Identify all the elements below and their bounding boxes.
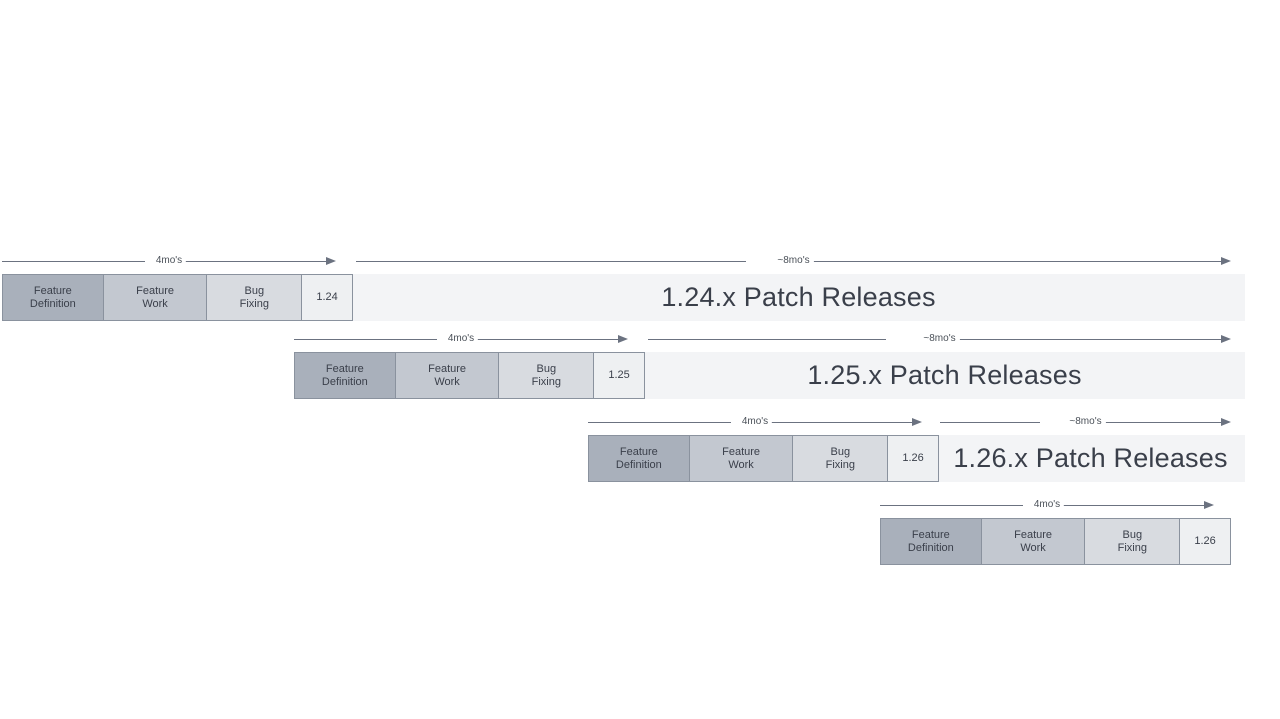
- phase-bug-fixing[interactable]: Bug Fixing: [499, 353, 595, 398]
- arrow-head-icon: [1204, 501, 1214, 509]
- arrow-head-icon: [1221, 335, 1231, 343]
- dimension-line-left: [880, 505, 1023, 506]
- dimension-line-right: [1058, 505, 1205, 506]
- dimension-line-right: [809, 261, 1222, 262]
- dimension-label-dev: 4mo's: [443, 332, 479, 346]
- arrow-head-icon: [618, 335, 628, 343]
- dimension-line-left: [356, 261, 746, 262]
- phase-group-124: Feature Definition Feature Work Bug Fixi…: [2, 274, 353, 321]
- dimension-label-dev: 4mo's: [737, 415, 773, 429]
- arrow-head-icon: [326, 257, 336, 265]
- dimension-line-left: [940, 422, 1040, 423]
- version-badge-126[interactable]: 1.26: [888, 436, 939, 481]
- version-badge-124[interactable]: 1.24: [302, 275, 353, 320]
- dimension-arrow-patch-126: ~8mo's: [940, 414, 1231, 430]
- phase-feature-definition[interactable]: Feature Definition: [589, 436, 690, 481]
- dimension-line-right: [1094, 422, 1222, 423]
- dimension-label-patch: ~8mo's: [919, 332, 960, 346]
- dimension-label-patch: ~8mo's: [773, 254, 814, 268]
- arrow-head-icon: [912, 418, 922, 426]
- dimension-line-left: [588, 422, 731, 423]
- arrow-head-icon: [1221, 418, 1231, 426]
- version-badge-125[interactable]: 1.25: [594, 353, 645, 398]
- patch-release-bar-124: 1.24.x Patch Releases: [352, 274, 1245, 321]
- patch-release-bar-125: 1.25.x Patch Releases: [644, 352, 1245, 399]
- dimension-arrow-dev-126: 4mo's: [588, 414, 922, 430]
- dimension-label-patch: ~8mo's: [1065, 415, 1106, 429]
- dimension-line-left: [648, 339, 886, 340]
- dimension-arrow-dev-127: 4mo's: [880, 497, 1214, 513]
- dimension-label-dev: 4mo's: [151, 254, 187, 268]
- dimension-arrow-dev-124: 4mo's: [2, 253, 336, 269]
- version-badge-127[interactable]: 1.26: [1180, 519, 1231, 564]
- patch-release-label: 1.25.x Patch Releases: [807, 360, 1082, 390]
- phase-bug-fixing[interactable]: Bug Fixing: [207, 275, 303, 320]
- dimension-line-right: [766, 422, 913, 423]
- phase-bug-fixing[interactable]: Bug Fixing: [1085, 519, 1181, 564]
- phase-feature-definition[interactable]: Feature Definition: [295, 353, 396, 398]
- phase-bug-fixing[interactable]: Bug Fixing: [793, 436, 889, 481]
- patch-release-bar-126: 1.26.x Patch Releases: [936, 435, 1245, 482]
- phase-feature-work[interactable]: Feature Work: [689, 436, 794, 481]
- phase-group-127: Feature Definition Feature Work Bug Fixi…: [880, 518, 1231, 565]
- dimension-line-right: [472, 339, 619, 340]
- phase-group-125: Feature Definition Feature Work Bug Fixi…: [294, 352, 645, 399]
- dimension-line-right: [180, 261, 327, 262]
- dimension-line-right: [954, 339, 1222, 340]
- dimension-arrow-dev-125: 4mo's: [294, 331, 628, 347]
- patch-release-label: 1.24.x Patch Releases: [661, 282, 936, 312]
- dimension-line-left: [294, 339, 437, 340]
- phase-feature-work[interactable]: Feature Work: [981, 519, 1086, 564]
- phase-feature-work[interactable]: Feature Work: [103, 275, 208, 320]
- dimension-arrow-patch-124: ~8mo's: [356, 253, 1231, 269]
- phase-feature-definition[interactable]: Feature Definition: [881, 519, 982, 564]
- phase-feature-work[interactable]: Feature Work: [395, 353, 500, 398]
- dimension-line-left: [2, 261, 145, 262]
- dimension-label-dev: 4mo's: [1029, 498, 1065, 512]
- phase-feature-definition[interactable]: Feature Definition: [3, 275, 104, 320]
- patch-release-label: 1.26.x Patch Releases: [953, 443, 1228, 473]
- arrow-head-icon: [1221, 257, 1231, 265]
- phase-group-126: Feature Definition Feature Work Bug Fixi…: [588, 435, 939, 482]
- dimension-arrow-patch-125: ~8mo's: [648, 331, 1231, 347]
